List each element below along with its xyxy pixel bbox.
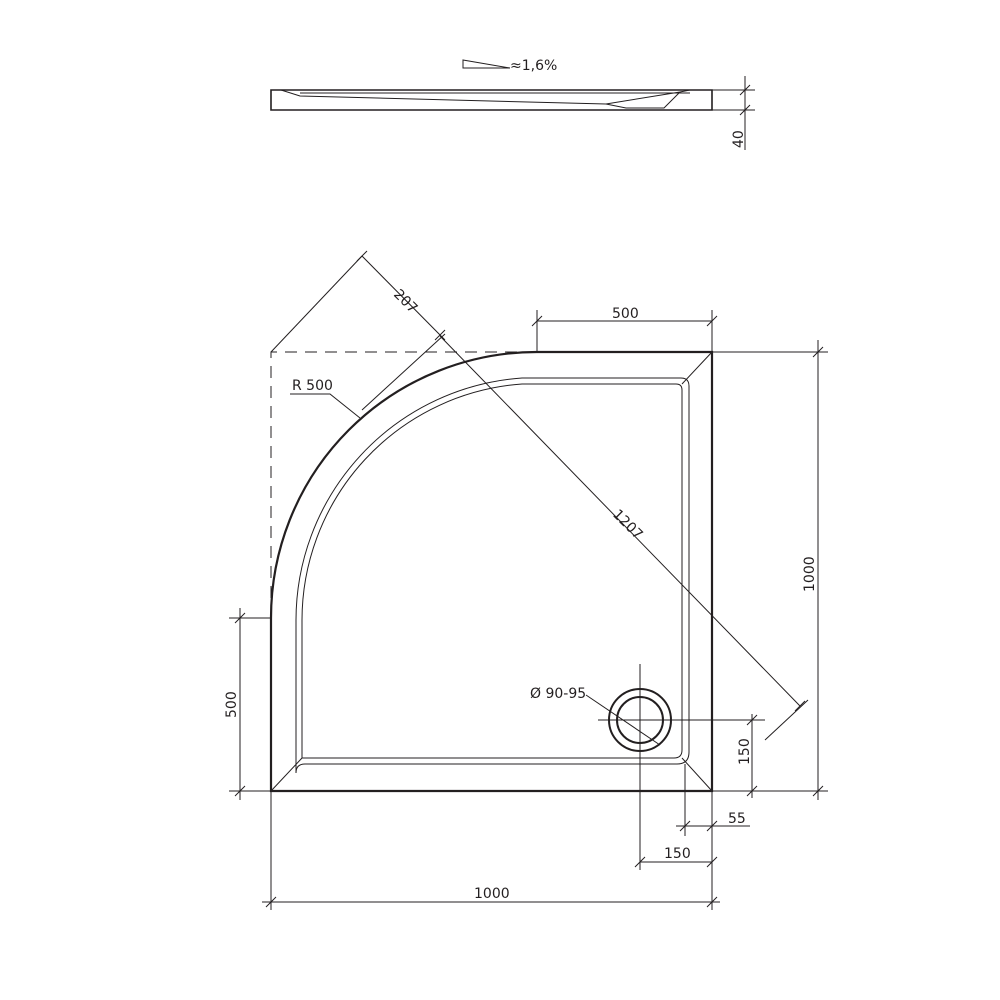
drain: Ø 90-95 [530, 664, 765, 870]
bottom-width-dimension: 1000 [262, 791, 720, 910]
diagonal-dimensions: 207 1207 [270, 250, 809, 741]
profile-height-label: 40 [731, 130, 747, 148]
left-height-dimension: 500 [224, 608, 271, 800]
plan-view: Ø 90-95 R 500 207 1207 [224, 250, 828, 910]
left-height-label: 500 [224, 691, 240, 718]
tray-basin-outline [301, 383, 683, 759]
top-width-dimension: 500 [531, 306, 718, 352]
drain-leader [585, 694, 661, 746]
drain-right-dimension: 150 [634, 846, 718, 868]
radius-annotation: R 500 [290, 378, 361, 419]
drain-label: Ø 90-95 [530, 686, 586, 702]
rim-offset-label: 55 [728, 811, 746, 827]
slope-triangle-icon [462, 59, 511, 69]
right-height-label: 1000 [802, 556, 818, 592]
rim-corner-top-right [681, 351, 713, 385]
slope-label: ≈1,6% [510, 58, 557, 74]
profile-height-dimension: 40 [712, 76, 755, 150]
drain-bottom-label: 150 [737, 738, 753, 765]
drain-bottom-dimension: 150 [712, 714, 762, 798]
side-profile: ≈1,6% 40 [270, 58, 755, 150]
profile-inner-slope [280, 89, 691, 105]
bottom-width-label: 1000 [474, 886, 510, 902]
tray-outer-outline [269, 350, 714, 793]
rim-corner-bottom-left [270, 757, 303, 792]
right-height-dimension: 1000 [712, 340, 828, 800]
rim-offset-dimension: 55 [676, 764, 750, 910]
profile-drain-recess [605, 91, 681, 109]
diagonal-long-label: 1207 [609, 507, 646, 544]
rim-corner-bottom-right [681, 757, 713, 792]
top-width-label: 500 [612, 306, 639, 322]
drain-right-label: 150 [664, 846, 691, 862]
radius-label: R 500 [292, 378, 333, 394]
tray-rim-line [295, 377, 690, 774]
diagonal-short-label: 207 [390, 287, 420, 317]
